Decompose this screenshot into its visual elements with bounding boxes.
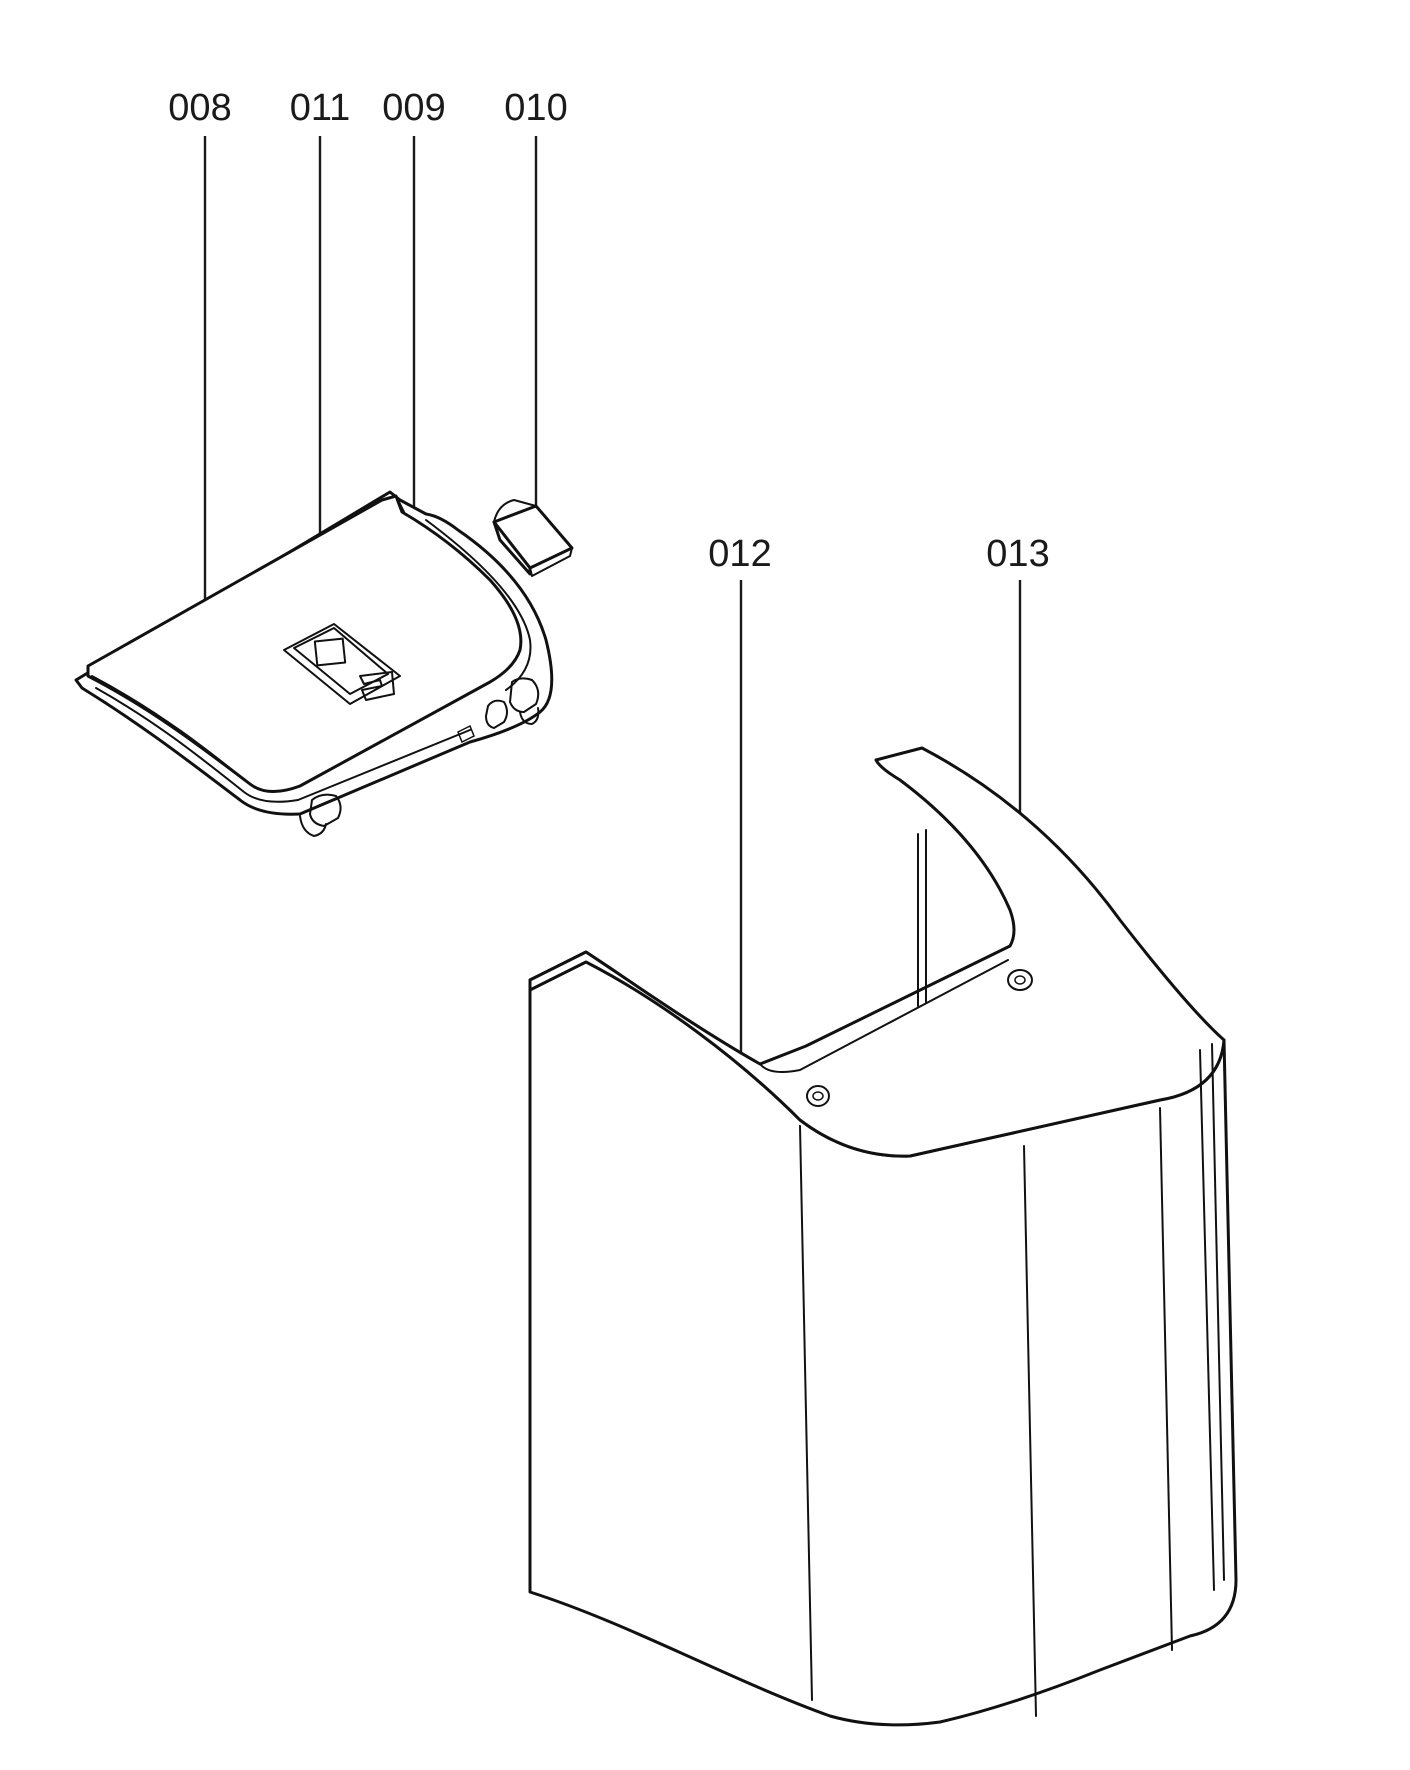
label-011: 011	[290, 87, 351, 129]
cover-clip-middle	[485, 699, 508, 729]
housing-seam-2	[1023, 1145, 1037, 1717]
housing-seam-3	[1159, 1107, 1173, 1651]
part-010-block	[492, 499, 574, 577]
label-012: 012	[708, 533, 771, 575]
part-011-switch-cap	[313, 637, 347, 667]
part-008-cover-lid	[74, 490, 554, 837]
screw-hole-front	[806, 1085, 830, 1107]
part-009-switch-slider	[359, 671, 395, 701]
housing-seam-1	[799, 1125, 813, 1701]
part-012-housing	[528, 746, 1238, 1727]
label-013: 013	[986, 533, 1049, 575]
cover-clip-left	[299, 793, 342, 837]
part-013-screw	[1007, 969, 1033, 991]
label-009: 009	[382, 87, 445, 129]
label-010: 010	[504, 87, 567, 129]
label-008: 008	[168, 87, 231, 129]
switch-window	[283, 623, 401, 705]
cover-clip-right	[509, 677, 540, 725]
